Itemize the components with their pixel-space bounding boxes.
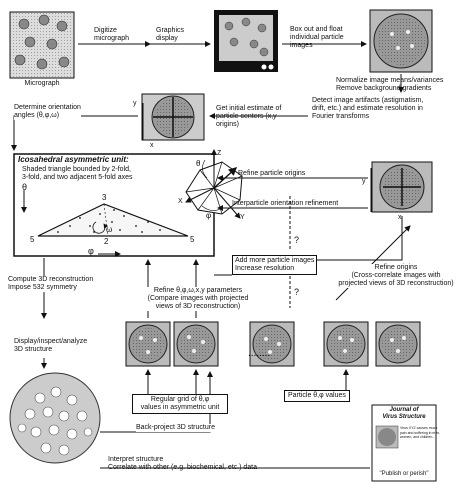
fivefold-label-b: 5 [190, 235, 195, 244]
journal-body: Virus XYZ causes much pain and suffering… [400, 426, 441, 439]
projection-images [125, 321, 421, 367]
boxout-label: Box out and float individual particle im… [290, 26, 344, 49]
ico-theta-label: θ [196, 159, 201, 168]
axis-x-label-1: x [150, 142, 154, 149]
asymmetric-triangle [37, 203, 189, 237]
refine-origins-cc-label: Refine origins (Cross-correlate images w… [322, 264, 470, 288]
phi-label: φ [88, 246, 94, 256]
particle-values-box: Particle θ,φ values [284, 390, 350, 402]
particle-center-image [141, 93, 205, 141]
initial-estimate-label: Get initial estimate of particle centers… [216, 105, 282, 128]
asymmetric-unit-box [13, 153, 215, 257]
virus-3d-structure [9, 372, 101, 464]
interpret-label: Interpret structure Correlate with other… [108, 456, 258, 471]
question-mark-2: ? [294, 287, 300, 297]
journal-caption: "Publish or perish" [379, 471, 429, 477]
digitize-label: Digitize micrograph [94, 27, 130, 42]
graphics-monitor [214, 10, 278, 72]
question-mark-1: ? [294, 235, 300, 245]
omega-label: ω [106, 225, 113, 234]
graphics-label: Graphics display [156, 27, 185, 42]
twofold-label: 2 [104, 237, 109, 246]
normalize-label: Normalize image means/variances Remove b… [336, 77, 444, 92]
ico-phi-label: φ [206, 211, 212, 220]
axis-y-label-2: y [362, 178, 366, 185]
axis-x-label-2: x [398, 214, 402, 221]
interparticle-label: Interparticle orientation refinement [232, 200, 339, 207]
grid-values-box: Regular grid of θ,φ values in asymmetric… [132, 394, 228, 414]
compute-3d-label: Compute 3D reconstruction Impose 532 sym… [8, 276, 94, 292]
threefold-label: 3 [102, 193, 107, 202]
display-label: Display/inspect/analyze 3D structure [14, 338, 88, 354]
detect-artifacts-label: Detect image artifacts (astigmatism, dri… [312, 97, 424, 120]
z-axis-label: Z [217, 150, 222, 157]
y-axis-label: Y [240, 214, 245, 221]
add-more-box: Add more particle images Increase resolu… [232, 255, 318, 275]
asym-unit-title: Icosahedral asymmetric unit: [18, 155, 129, 164]
back-project-label: Back-project 3D structure [136, 424, 215, 432]
journal-title: Journal of Virus Structure [382, 407, 426, 420]
ellipsis-marker: ........ [248, 348, 270, 359]
x-axis-label: X [178, 198, 183, 205]
boxed-particle-image [369, 9, 433, 73]
determine-orientation-label: Determine orientation angles (θ,φ,ω) [14, 104, 81, 120]
journal-cover [371, 404, 437, 482]
axis-y-label-1: y [133, 100, 137, 107]
asym-unit-desc: Shaded triangle bounded by 2-fold, 3-fol… [22, 166, 133, 181]
refined-particle-image [370, 161, 433, 213]
micrograph-label: Micrograph [24, 80, 60, 87]
fivefold-label-a: 5 [30, 235, 35, 244]
theta-label: θ [22, 182, 28, 192]
micrograph-image [9, 11, 75, 79]
refine-params-label: Refine θ,φ,ω,x,y parameters (Compare ima… [138, 287, 258, 311]
refine-origins-label: Refine particle origins [238, 170, 306, 177]
icosahedron-drawing [185, 149, 243, 219]
